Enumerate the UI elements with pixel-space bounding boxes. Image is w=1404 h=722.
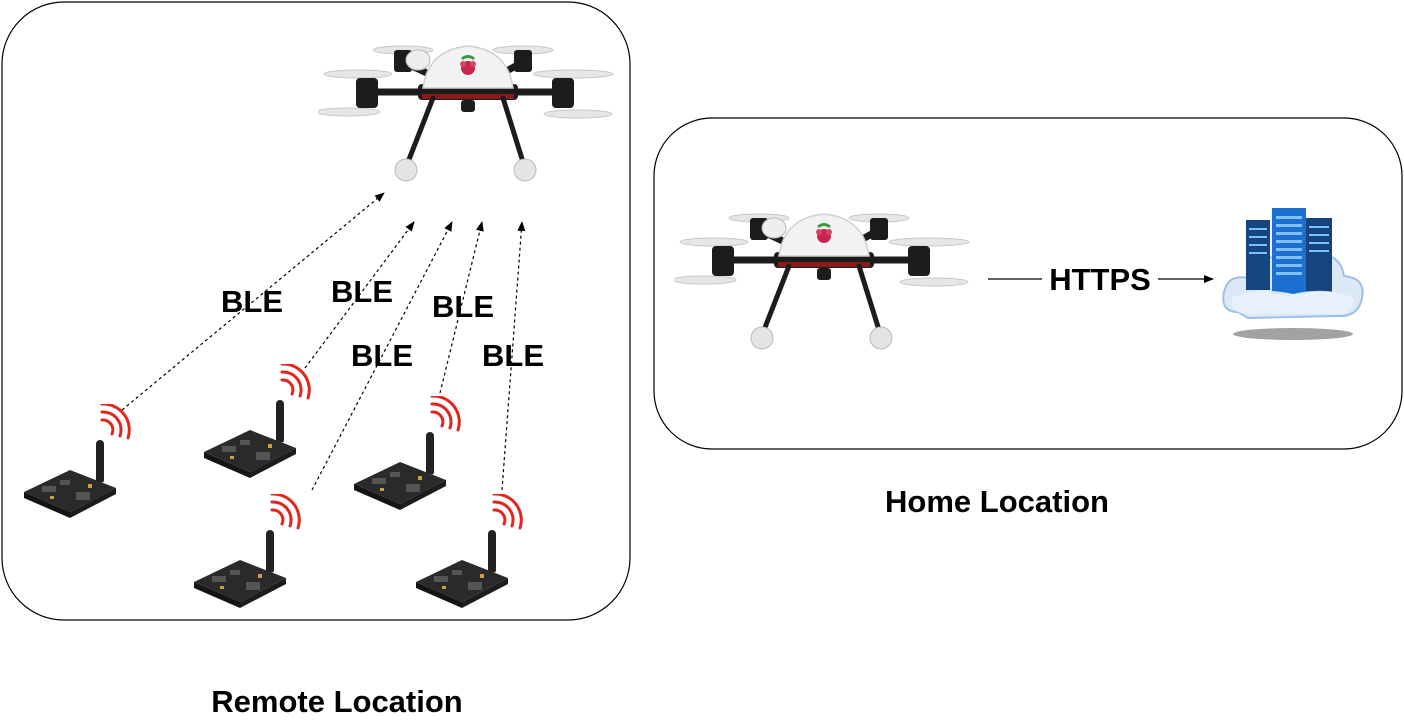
sensor-node-2-icon [202,364,311,480]
sensor-node-1-icon [22,404,131,520]
remote-drone-icon [316,46,613,181]
ble-label-1: BLE [221,284,283,319]
ble-label-2: BLE [331,274,393,309]
remote-location-box [1,1,631,621]
ble-label-4: BLE [351,338,413,373]
ble-link-5 [501,221,526,491]
ble-link-2 [304,221,415,369]
ble-label-3: BLE [432,289,494,324]
sensor-node-3-icon [352,396,461,512]
cloud-server-icon [1222,207,1364,341]
sensor-node-5-icon [414,494,523,610]
ble-link-3 [311,221,453,491]
home-drone-icon [672,214,969,349]
ble-link-1 [121,192,385,411]
ble-label-5: BLE [482,338,544,373]
home-location-box [653,117,1403,450]
ble-link-4 [439,221,484,394]
https-label: HTTPS [1049,262,1151,297]
sensor-node-4-icon [192,494,301,610]
remote-location-caption: Remote Location [211,684,462,719]
home-location-caption: Home Location [885,484,1109,519]
